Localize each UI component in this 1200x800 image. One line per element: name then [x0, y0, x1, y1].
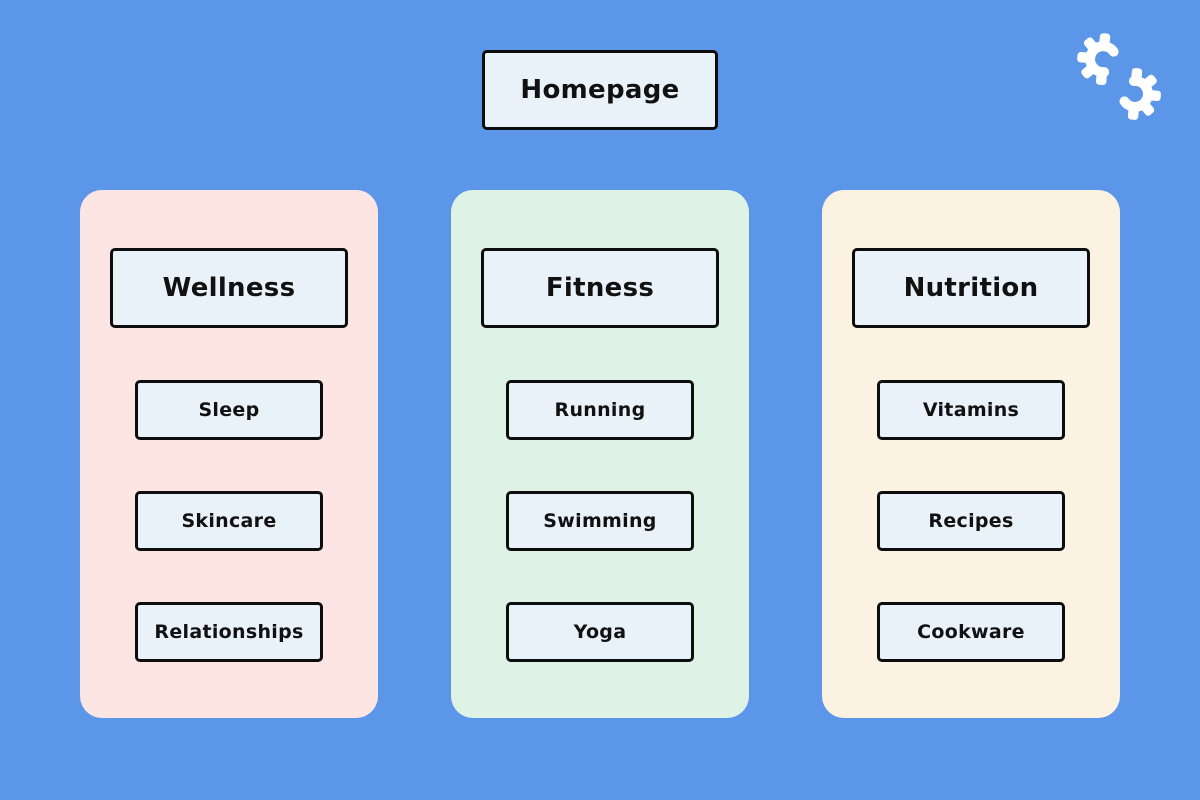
double-gear-logo-icon [1072, 30, 1168, 124]
wellness-column: Wellness Sleep Skincare Relationships [80, 190, 378, 718]
wellness-header-node[interactable]: Wellness [110, 248, 348, 328]
yoga-node[interactable]: Yoga [506, 602, 694, 662]
vitamins-node[interactable]: Vitamins [877, 380, 1065, 440]
homepage-node[interactable]: Homepage [482, 50, 718, 130]
nutrition-header-node[interactable]: Nutrition [852, 248, 1090, 328]
nutrition-column: Nutrition Vitamins Recipes Cookware [822, 190, 1120, 718]
cookware-node[interactable]: Cookware [877, 602, 1065, 662]
fitness-column: Fitness Running Swimming Yoga [451, 190, 749, 718]
running-node[interactable]: Running [506, 380, 694, 440]
sleep-node[interactable]: Sleep [135, 380, 323, 440]
swimming-node[interactable]: Swimming [506, 491, 694, 551]
recipes-node[interactable]: Recipes [877, 491, 1065, 551]
fitness-header-node[interactable]: Fitness [481, 248, 719, 328]
skincare-node[interactable]: Skincare [135, 491, 323, 551]
relationships-node[interactable]: Relationships [135, 602, 323, 662]
